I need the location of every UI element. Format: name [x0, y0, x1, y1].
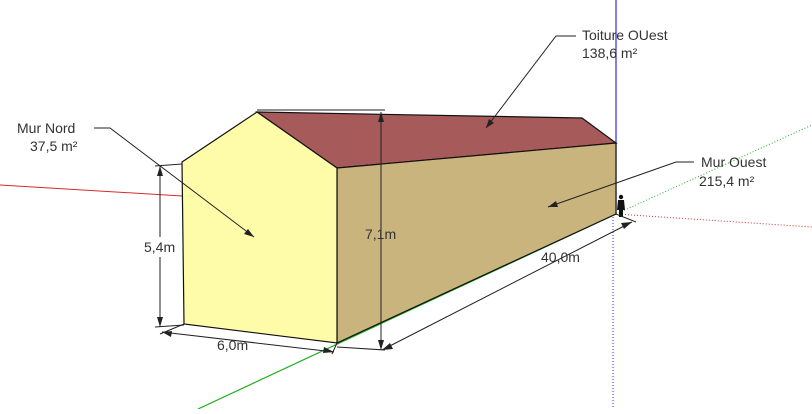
- roof-label-name: Toiture OUest: [582, 27, 668, 43]
- wall-height-dimension[interactable]: [144, 163, 185, 328]
- red-axis-solid: [0, 184, 183, 197]
- width-dimension[interactable]: [159, 323, 338, 355]
- red-axis-dotted: [615, 213, 812, 228]
- width-value: 6,0m: [217, 337, 248, 353]
- roof-leader: [485, 35, 576, 129]
- north-wall-label-area: 37,5 m²: [30, 138, 78, 154]
- north-wall-leader: [94, 127, 255, 238]
- roof-label-area: 138,6 m²: [582, 45, 638, 61]
- length-dimension[interactable]: [381, 213, 637, 351]
- west-wall-leader: [547, 161, 694, 208]
- ridge-height-value: 7,1m: [365, 226, 396, 242]
- wall-height-value: 5,4m: [144, 239, 175, 255]
- ridge-height-dimension[interactable]: [257, 109, 386, 351]
- west-wall-label-area: 215,4 m²: [699, 173, 755, 189]
- west-wall-face[interactable]: [336, 142, 617, 344]
- north-wall-label-name: Mur Nord: [17, 120, 75, 136]
- west-wall-label-name: Mur Ouest: [701, 154, 766, 170]
- person-figure-icon: [617, 194, 625, 217]
- length-value: 40,0m: [541, 249, 580, 265]
- north-wall-face[interactable]: [181, 111, 338, 344]
